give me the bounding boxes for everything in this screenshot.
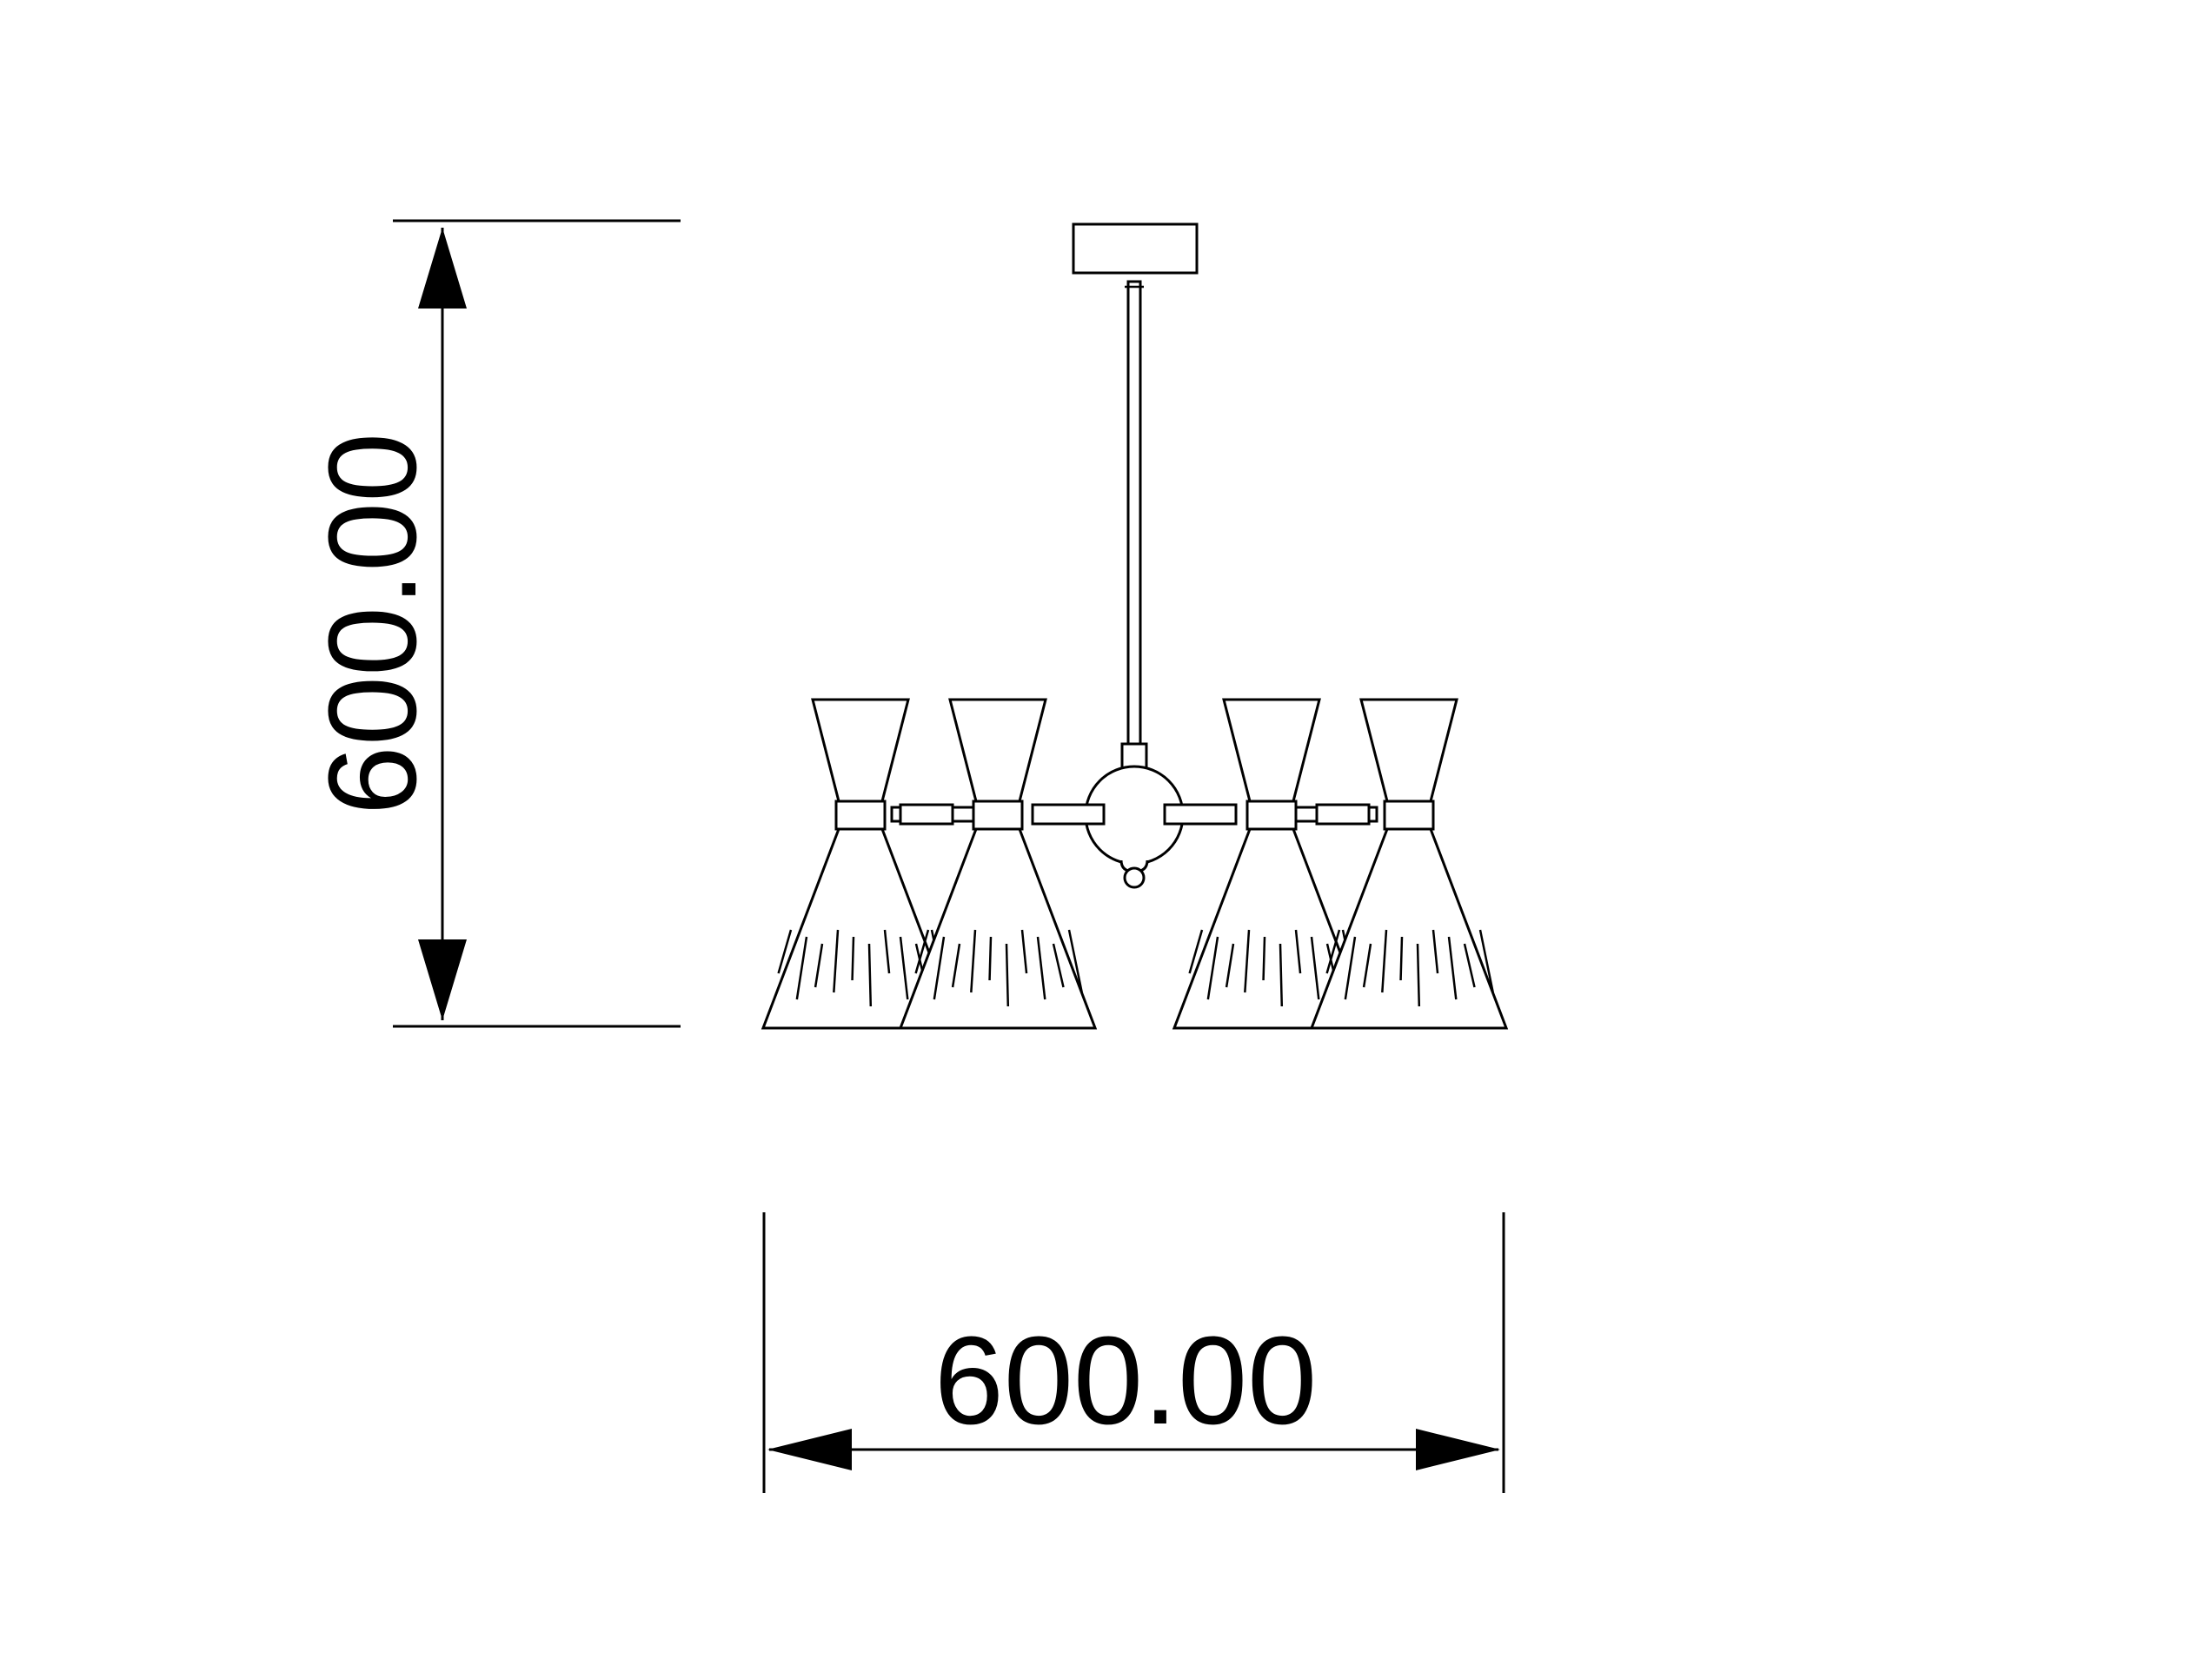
lamp-shade-3-slit [1279,943,1284,1007]
lamp-shade-4-collar [1383,800,1435,831]
width-dimension: 600.00 [762,1212,1505,1493]
lamp-shade-2-slit [1020,929,1028,974]
lamp-shade-2-slit [951,943,961,988]
lamp-shade-4-slit [1381,929,1388,993]
lamp-shade-4-slit [1325,929,1341,974]
lamp-shade-4-slit [1431,929,1439,974]
lamp-shade-4-slit [1478,929,1494,993]
lamp-shade-3-slit [1188,929,1204,974]
lamp-shade-3-slit [1262,936,1266,981]
lamp-shade-4-slit [1463,943,1476,988]
lamp-shade-3-slit [1294,929,1302,974]
lamp-shade-1-slit [851,936,855,981]
width-label: 600.00 [934,1311,1317,1450]
lamp-shade-1-slit [777,929,793,974]
height-label: 600.00 [302,433,442,815]
ceiling-canopy [1072,222,1199,275]
down-rod [1126,280,1142,747]
width-arrow-right [1416,1429,1500,1470]
lamp-shade-1-slit [795,936,808,1000]
lamp-shade-2-slit [933,936,946,1000]
lamp-shade-3-slit [1244,929,1251,993]
lamp-shade-1-upper [811,698,910,803]
lamp-shade-1-slit [867,943,873,1007]
lamp-shade-1-slit [814,943,824,988]
lamp-shade-2-slit [1036,936,1046,1000]
lamp-shade-1-slit [883,929,891,974]
lamp-shade-3-collar [1245,800,1298,831]
height-arrow-top [418,228,467,309]
lamp-shade-2-slit [1067,929,1083,993]
lamp-shade-2-slit [1005,943,1010,1007]
lamp-shade-2-slit [1052,943,1065,988]
lamp-shade-1-slit [899,936,909,1000]
height-arrow-bottom [418,939,467,1020]
lamp-shade-2-slit [988,936,993,981]
lamp-shade-4-slit [1447,936,1458,1000]
lamp-shade-3-slit [1206,936,1219,1000]
lamp-shade-2-slit [914,929,930,974]
lamp-shade-4-slit [1362,943,1372,988]
chandelier [761,222,1509,1030]
width-arrow-left [767,1429,852,1470]
lamp-shade-4-slit [1416,943,1421,1007]
lamp-shade-4-slit [1399,936,1404,981]
lamp-shade-4-upper [1359,698,1458,803]
lamp-shade-3-upper [1222,698,1321,803]
lamp-shade-4-lower [1309,827,1509,1030]
height-dimension: 600.00 [302,219,681,1028]
lamp-shade-1-slit [833,929,840,993]
lamp-shade-2-lower [898,827,1098,1030]
lamp-shades [761,698,1509,1030]
lamp-shade-1-collar [834,800,887,831]
lamp-shade-2-collar [972,800,1024,831]
lamp-shade-2-upper [948,698,1047,803]
lamp-shade-4-slit [1344,936,1357,1000]
lamp-shade-3-slit [1310,936,1320,1000]
finial [1123,866,1146,889]
lamp-shade-3-slit [1225,943,1235,988]
lamp-shade-2-slit [970,929,977,993]
